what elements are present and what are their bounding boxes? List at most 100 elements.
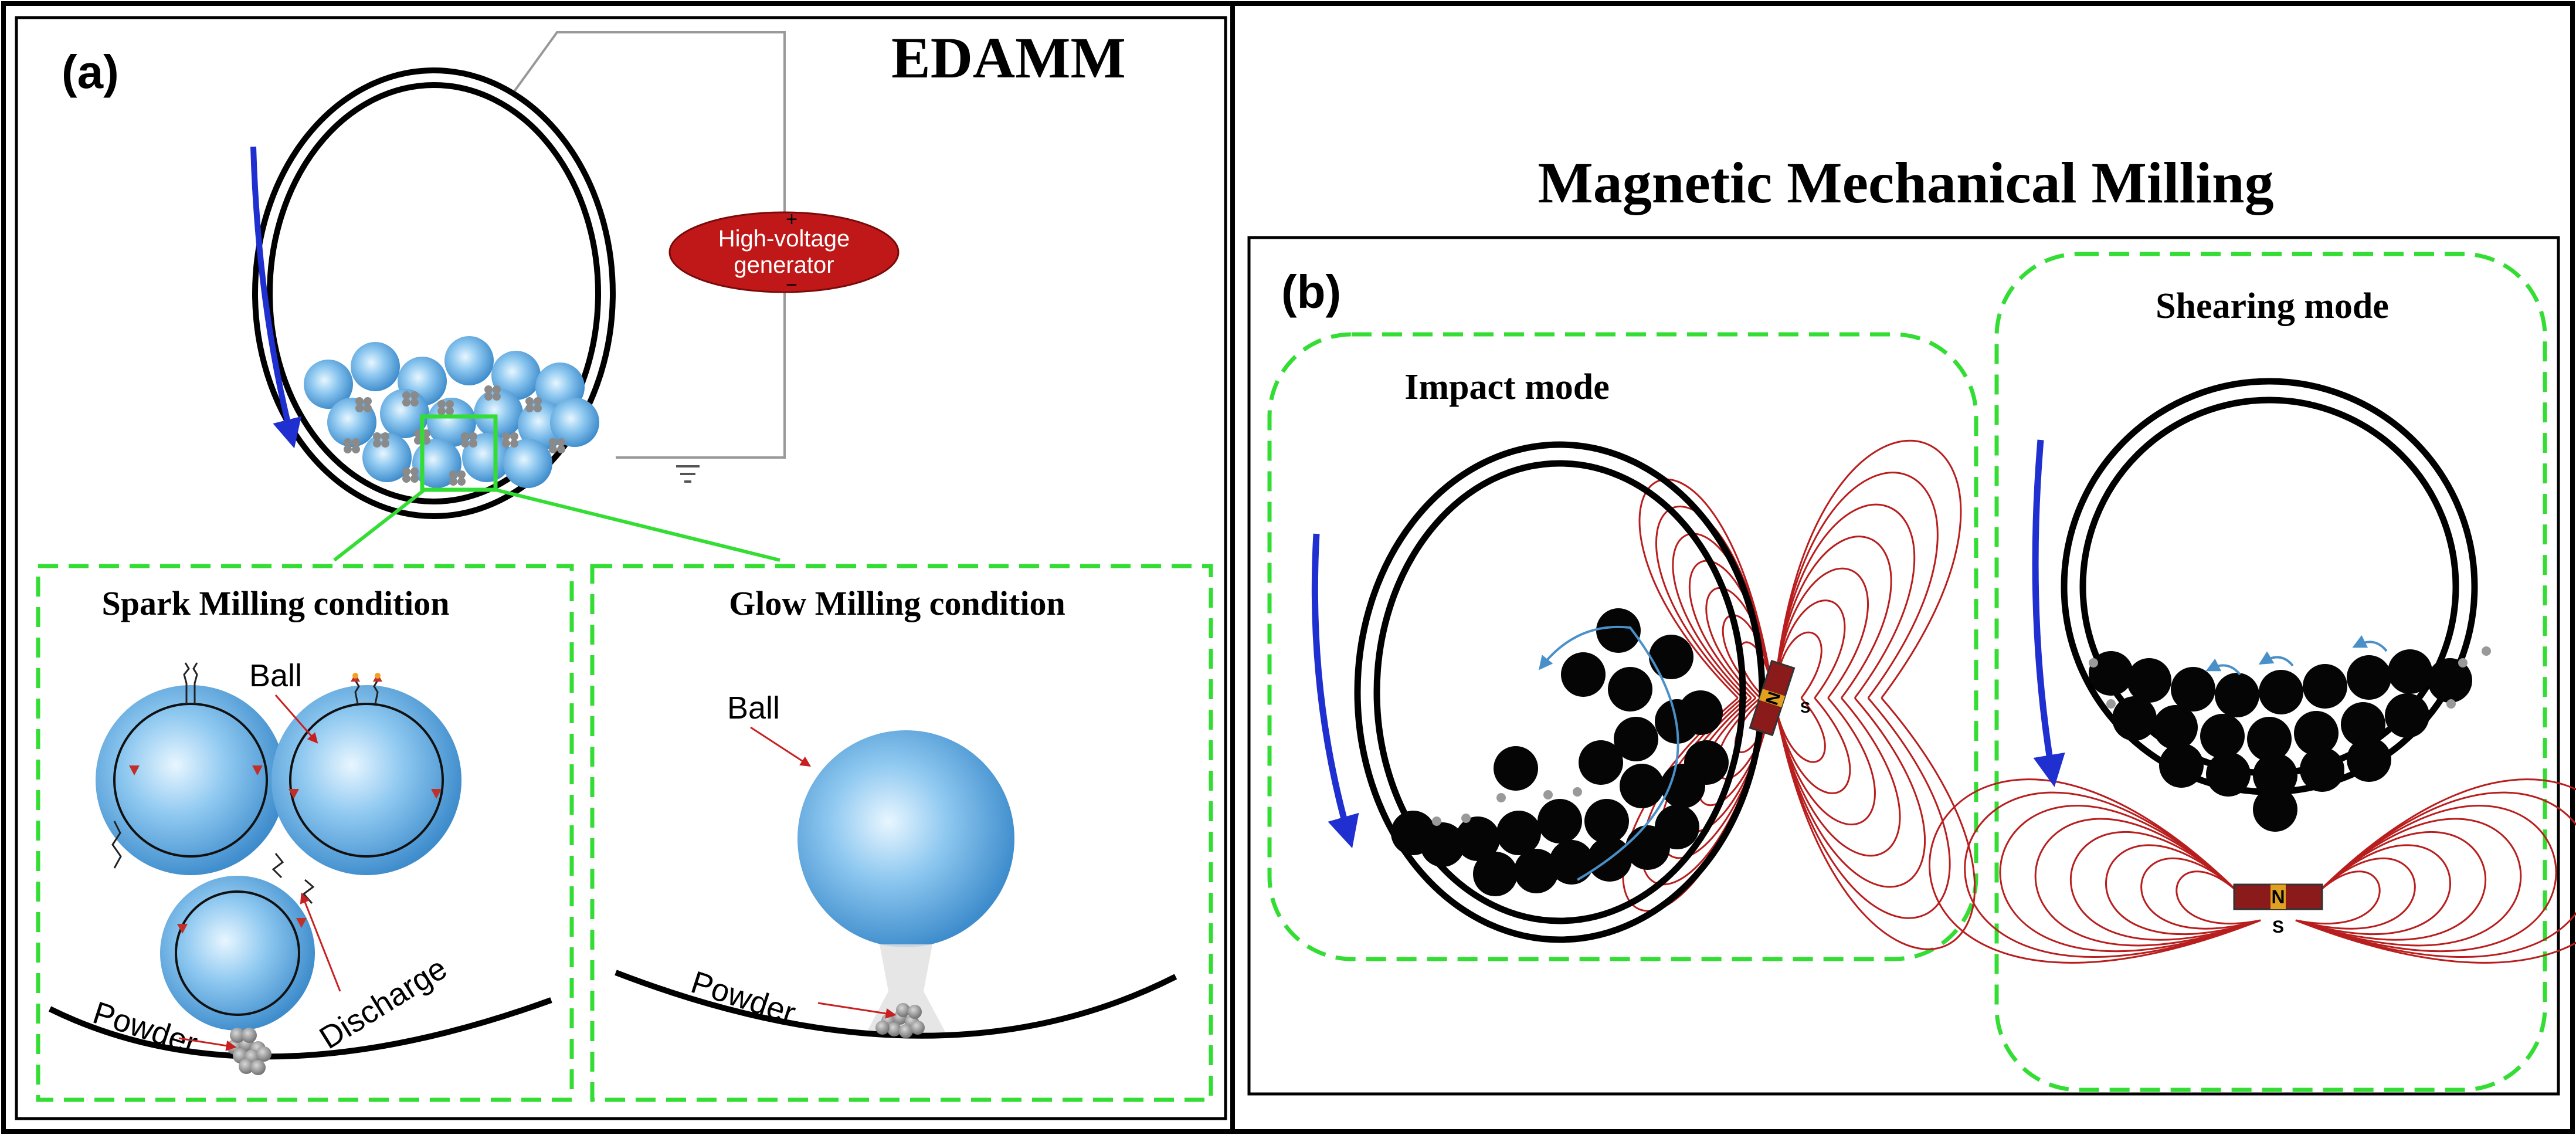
edamm-powder-particle <box>493 392 501 401</box>
shearing-ball <box>2294 711 2339 755</box>
edamm-powder-particle <box>525 404 534 412</box>
shearing-magnet: N <box>2233 883 2323 910</box>
field-line <box>1773 697 1926 888</box>
rotation-arrow-b-shearing <box>2032 439 2065 787</box>
field-line <box>2295 805 2557 953</box>
edamm-powder-particle <box>502 432 510 441</box>
impact-ball <box>1614 717 1658 761</box>
impact-ball <box>1596 608 1641 653</box>
edamm-ball <box>474 389 523 438</box>
edamm-powder-particle <box>402 398 410 406</box>
impact-ball <box>1549 840 1594 885</box>
high-voltage-generator <box>668 211 900 293</box>
glow-ball-arrow <box>750 726 812 767</box>
impact-ball <box>1608 667 1652 712</box>
field-line <box>2295 844 2451 936</box>
impact-ball <box>1494 746 1538 791</box>
shearing-ball <box>2253 787 2297 832</box>
field-line <box>1773 697 1901 857</box>
shearing-mode-box <box>1994 252 2547 1092</box>
impact-ball <box>1584 799 1629 843</box>
impact-powder-particle <box>1432 816 1441 826</box>
spark-powder-particles <box>227 1028 271 1075</box>
impact-ball <box>1661 764 1705 808</box>
glow-floor <box>615 970 1177 1039</box>
edamm-powder-particle <box>344 445 352 453</box>
zoom-line-right <box>495 488 780 562</box>
field-line <box>1739 641 1775 699</box>
edamm-ball <box>444 336 494 385</box>
powder-particle <box>887 1022 901 1036</box>
field-line <box>1999 805 2261 953</box>
panel-a-frame <box>15 16 1227 1120</box>
powder-particle <box>250 1060 266 1075</box>
spark-ball-label: Ball <box>249 658 302 693</box>
edamm-powder-particle <box>493 385 501 394</box>
edamm-powder-particle <box>557 438 565 446</box>
edamm-powder-particle <box>449 477 457 486</box>
glow-milling-title: Glow Milling condition <box>729 584 1065 622</box>
powder-particle <box>899 1024 913 1038</box>
impact-powder-particle <box>1543 790 1553 799</box>
discharge-sparks <box>129 673 442 934</box>
glow-ball-label: Ball <box>727 690 780 726</box>
edamm-powder-particle <box>534 404 542 412</box>
glow-powder-label: Powder <box>687 964 800 1031</box>
shearing-ball <box>2385 693 2429 738</box>
glow-powder-particles <box>875 1003 925 1038</box>
edamm-ball <box>503 439 552 488</box>
edamm-powder-particle <box>446 407 454 415</box>
edamm-ball <box>304 360 353 409</box>
glow-ball <box>797 730 1014 947</box>
panel-a-title: EDAMM <box>891 25 1126 90</box>
spark-discharge-label: Discharge <box>314 950 453 1056</box>
edamm-balls <box>304 336 599 488</box>
edamm-powder-particle <box>344 438 352 446</box>
zoom-line-left <box>333 488 426 562</box>
edamm-powder-particle <box>525 397 534 405</box>
shearing-ball <box>2200 714 2245 758</box>
field-line <box>1773 567 1869 699</box>
edamm-powder-particle <box>461 439 469 448</box>
edamm-powder-particle <box>484 385 493 394</box>
shearing-ball <box>2428 658 2472 703</box>
impact-ball <box>1620 764 1664 808</box>
field-line <box>2295 870 2381 924</box>
edamm-powder-particle <box>410 398 419 406</box>
field-line <box>1773 439 1962 699</box>
glow-powder-arrow <box>817 1002 897 1019</box>
field-line <box>2295 818 2522 947</box>
field-line <box>1929 778 2261 964</box>
edamm-powder-particle <box>502 439 510 448</box>
edamm-ball <box>351 342 400 391</box>
powder-particle <box>256 1046 271 1062</box>
edamm-powder-particle <box>510 439 518 448</box>
impact-mode-box <box>1267 332 1978 961</box>
edamm-powder-particle <box>402 475 410 483</box>
field-line <box>1773 697 1826 763</box>
edamm-powder-particle <box>355 397 364 405</box>
shearing-powder-particle <box>2089 658 2098 668</box>
field-line <box>1773 503 1916 699</box>
edamm-powder-particle <box>352 438 360 446</box>
edamm-powder-particle <box>402 467 410 476</box>
shearing-ball <box>2300 747 2344 792</box>
panel-a-label: (a) <box>62 46 119 98</box>
field-line <box>2295 831 2487 941</box>
edamm-ball <box>491 351 541 400</box>
spark-ball-3 <box>160 876 315 1031</box>
edamm-powder-particle <box>437 400 446 408</box>
field-line <box>1773 599 1846 699</box>
impact-mode-title: Impact mode <box>1404 367 1610 407</box>
edamm-powder-particle <box>469 439 477 448</box>
edamm-powder-particle <box>410 391 419 399</box>
shearing-ball <box>2206 752 2251 797</box>
generator-minus: − <box>786 274 797 296</box>
shearing-ball <box>2341 702 2385 747</box>
wire-bottom <box>616 290 786 459</box>
shearing-balls <box>2089 646 2491 832</box>
discharge-zigzags <box>111 662 379 904</box>
edamm-powder-particle <box>534 397 542 405</box>
spark-milling-box <box>36 564 574 1102</box>
field-line <box>2069 831 2261 941</box>
